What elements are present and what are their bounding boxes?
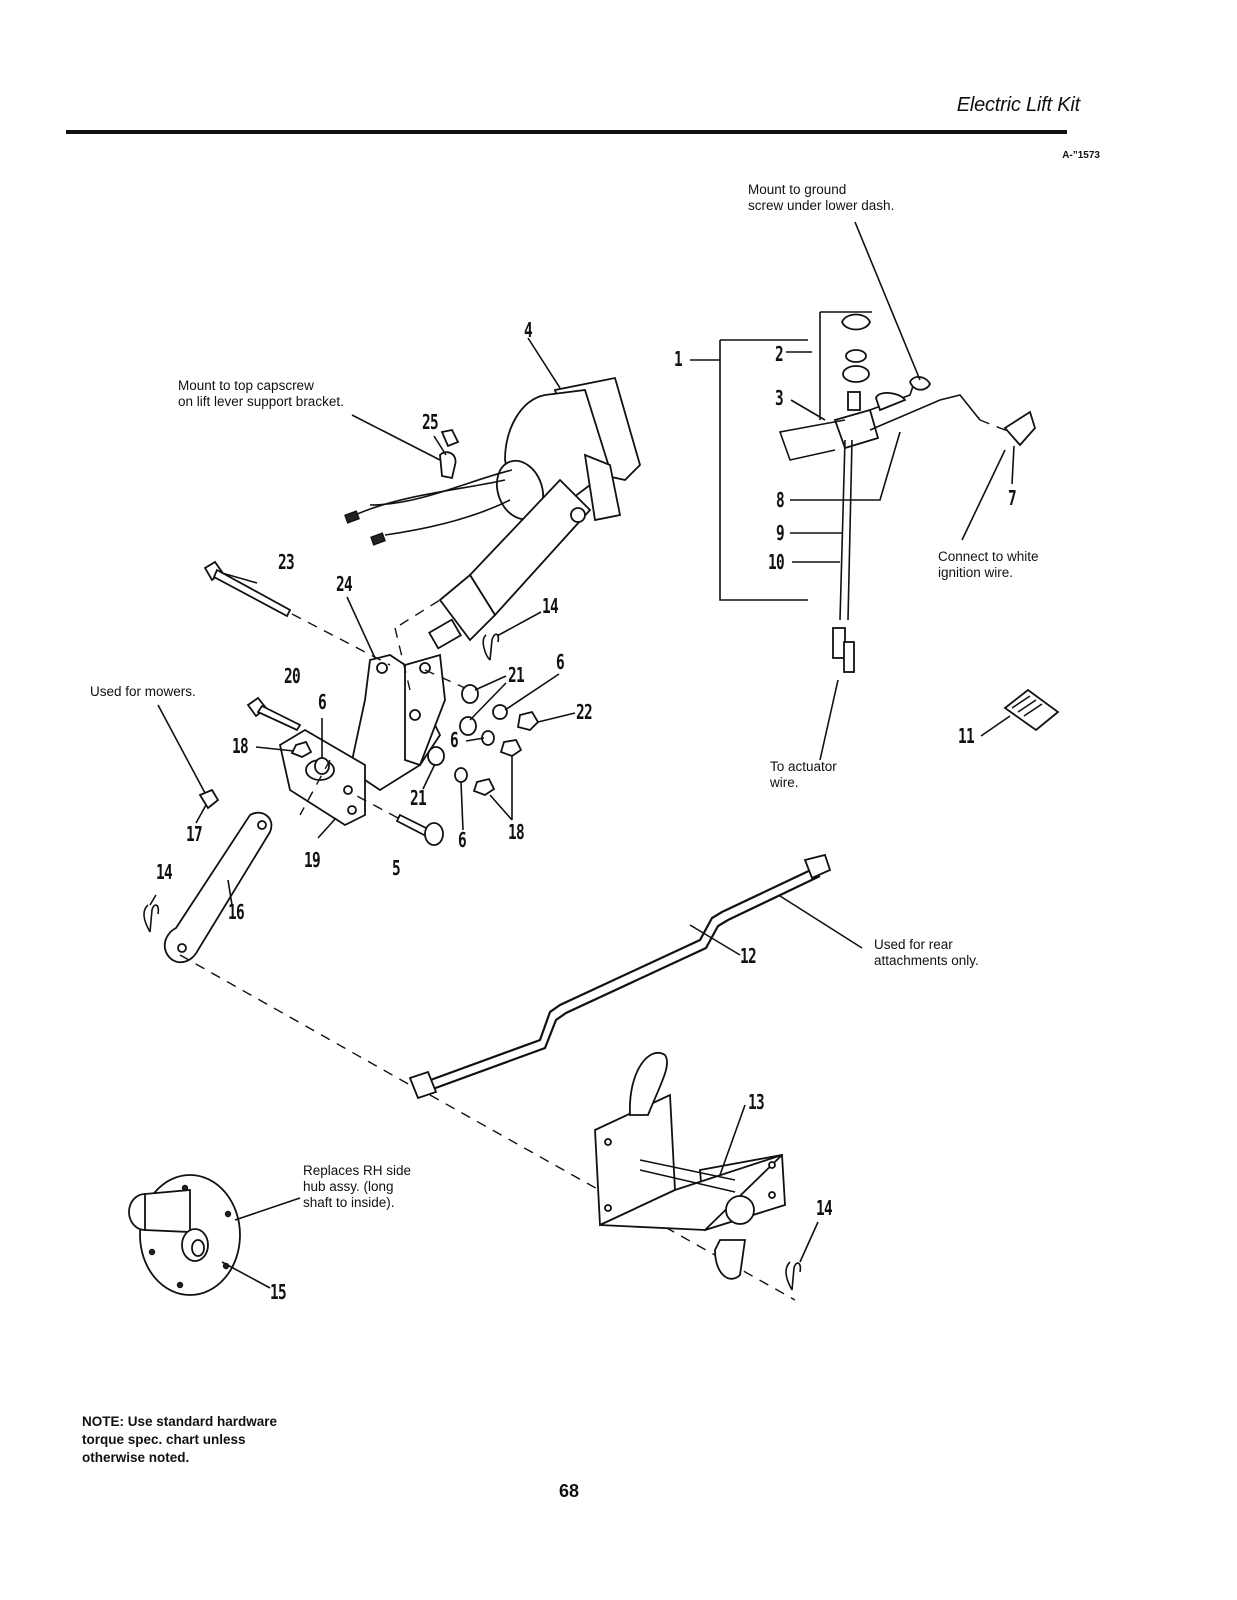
bolt-5 (354, 794, 444, 846)
note-connect-ignition: Connect to white ignition wire. (938, 549, 1039, 580)
callout-3: 3 (775, 386, 784, 410)
callout-21-top: 21 (508, 663, 525, 687)
note-used-mowers: Used for mowers. (90, 684, 196, 699)
callout-18-left: 18 (232, 734, 249, 758)
actuator-bracket (348, 653, 446, 792)
lift-rod (408, 853, 832, 1301)
callout-16: 16 (228, 900, 245, 924)
bolt-23 (203, 560, 391, 666)
switch-harness (690, 311, 1037, 673)
hub-assembly (128, 1174, 241, 1296)
callout-21-bottom: 21 (410, 786, 427, 810)
bolt-20 (246, 696, 302, 732)
note-mount-capscrew: Mount to top capscrew on lift lever supp… (178, 378, 344, 409)
callout-8: 8 (776, 488, 785, 512)
callout-6-bottom: 6 (458, 828, 467, 852)
callout-6-right: 6 (556, 650, 565, 674)
callout-19: 19 (304, 848, 321, 872)
callout-20: 20 (284, 664, 301, 688)
note-used-rear: Used for rear attachments only. (874, 937, 979, 968)
note-mount-ground: Mount to ground screw under lower dash. (748, 182, 895, 213)
callout-18-right: 18 (508, 820, 525, 844)
decal-11 (1003, 688, 1060, 732)
note-to-actuator: To actuator wire. (770, 759, 837, 790)
callout-9: 9 (776, 521, 785, 545)
lift-bracket (594, 1052, 786, 1280)
note-replaces-hub: Replaces RH side hub assy. (long shaft t… (303, 1163, 412, 1210)
callout-6-left: 6 (318, 690, 327, 714)
callout-23: 23 (278, 550, 295, 574)
callout-6-middle: 6 (450, 728, 459, 752)
actuator-motor (344, 376, 642, 650)
callout-14-left: 14 (156, 860, 173, 884)
page-title: Electric Lift Kit (956, 94, 1081, 116)
page-number: 68 (559, 1481, 580, 1501)
figure-code: A-”1573 (1062, 150, 1100, 161)
callout-24: 24 (336, 572, 353, 596)
hardware-small-parts (290, 428, 540, 816)
callout-13: 13 (748, 1090, 765, 1114)
callout-14-bottom: 14 (816, 1196, 833, 1220)
callout-12: 12 (740, 944, 757, 968)
callout-25: 25 (422, 410, 439, 434)
callout-5: 5 (392, 856, 401, 880)
header-rule (66, 130, 1067, 134)
lift-link (163, 788, 411, 1086)
callout-14-top: 14 (542, 594, 559, 618)
clamp-25 (439, 451, 457, 480)
callout-10: 10 (768, 550, 785, 574)
callout-17: 17 (186, 822, 203, 846)
callout-15: 15 (270, 1280, 287, 1304)
callout-1: 1 (674, 347, 683, 371)
leader-lines (149, 221, 1015, 1289)
callout-22: 22 (576, 700, 593, 724)
hairpin-clips (143, 633, 802, 1291)
callout-11: 11 (958, 724, 975, 748)
callout-2: 2 (775, 342, 784, 366)
callout-4: 4 (524, 318, 533, 342)
torque-note: NOTE: Use standard hardware torque spec.… (82, 1414, 278, 1465)
callout-7: 7 (1008, 486, 1017, 510)
